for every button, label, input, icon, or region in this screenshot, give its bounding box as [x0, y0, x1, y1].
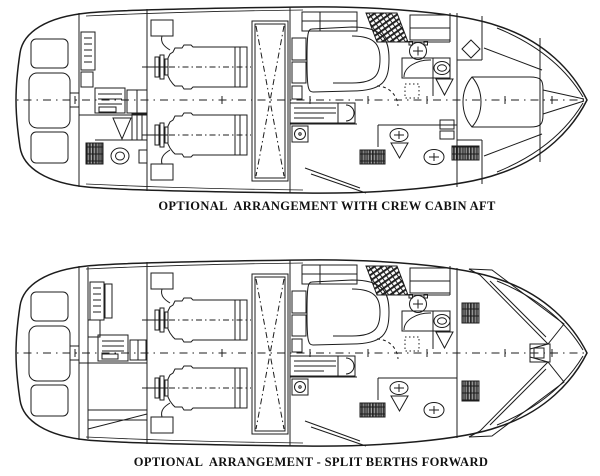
- port-berth-steps-hatch: [461, 380, 480, 402]
- crew-head-toilet: [110, 147, 130, 165]
- deck-hatch: [461, 39, 481, 59]
- upper-plan-caption: OPTIONAL ARRANGEMENT WITH CREW CABIN AFT: [158, 199, 496, 213]
- upper-plan-drawing: [15, 6, 588, 194]
- port-split-berth: [468, 361, 565, 438]
- lower-plan-drawing: [15, 259, 588, 447]
- starboard-split-berth: [468, 268, 565, 345]
- stateroom-steps-hatch: [451, 145, 480, 161]
- starboard-berth-steps-hatch: [461, 302, 480, 324]
- forward-stateroom-island-berth: [439, 13, 585, 187]
- crew-ladder-hatch: [85, 142, 104, 165]
- lower-plan-caption: OPTIONAL ARRANGEMENT - SPLIT BERTHS FORW…: [133, 455, 489, 469]
- crew-cabin-aft: [69, 13, 148, 187]
- bow-step-locker: [529, 343, 551, 363]
- forward-split-berths: [456, 268, 565, 438]
- island-berth: [462, 76, 544, 128]
- aft-utility-area: [69, 266, 148, 440]
